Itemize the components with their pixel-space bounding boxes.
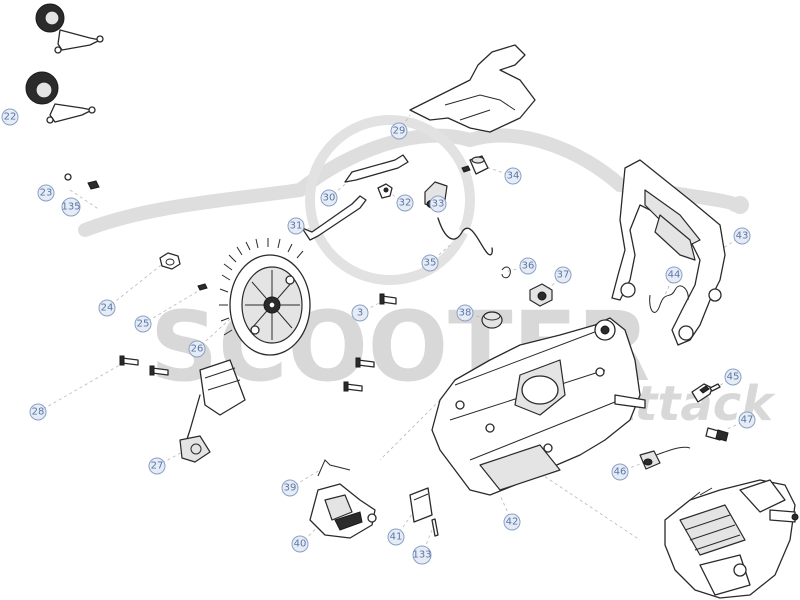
callout-label: 23 [40, 188, 53, 199]
part-37-bushing [529, 283, 553, 307]
part-46-adjuster [639, 446, 691, 470]
part-43-handle [611, 159, 726, 346]
callout-37: 37 [554, 266, 572, 284]
callout-46: 46 [611, 463, 629, 481]
callout-label: 3 [357, 308, 363, 319]
part-41-plate [409, 487, 433, 523]
part-30-rod [344, 154, 409, 183]
part-32-fitting [377, 183, 393, 199]
callout-40: 40 [291, 535, 309, 553]
part-44-spring [649, 285, 689, 313]
callout-label: 45 [727, 372, 740, 383]
engine-assembly [664, 479, 799, 599]
callout-41: 41 [387, 528, 405, 546]
callout-3: 3 [351, 304, 369, 322]
callout-43: 43 [733, 227, 751, 245]
part-22-pulley-top [35, 3, 104, 54]
callout-label: 35 [424, 258, 437, 269]
part-29-top-cover [409, 44, 536, 133]
callout-label: 24 [101, 303, 114, 314]
callout-label: 36 [522, 261, 535, 272]
callout-35: 35 [421, 254, 439, 272]
callout-26: 26 [188, 340, 206, 358]
part-135-nut [87, 180, 100, 190]
part-25-key [197, 283, 208, 291]
callout-31: 31 [287, 217, 305, 235]
case-bolts [343, 357, 375, 392]
callout-45: 45 [724, 368, 742, 386]
part-3-bolt [379, 293, 397, 305]
callout-label: 44 [668, 270, 681, 281]
callout-36: 36 [519, 257, 537, 275]
part-133-pin [431, 518, 439, 537]
callout-label: 27 [151, 461, 164, 472]
part-27-ignition-coil [179, 359, 246, 463]
callout-label: 30 [323, 193, 336, 204]
callout-label: 41 [390, 532, 403, 543]
callout-label: 47 [741, 415, 754, 426]
part-31-rod [301, 195, 367, 241]
callout-33: 33 [429, 195, 447, 213]
part-38-bushing [481, 311, 503, 329]
callout-29: 29 [390, 122, 408, 140]
part-22-pulley-bottom [25, 71, 96, 124]
callout-label: 38 [459, 308, 472, 319]
callout-label: 37 [557, 270, 570, 281]
callout-133: 133 [412, 545, 432, 565]
callout-label: 46 [614, 467, 627, 478]
callout-25: 25 [134, 315, 152, 333]
callout-label: 40 [294, 539, 307, 550]
callout-47: 47 [738, 411, 756, 429]
callout-label: 22 [4, 112, 17, 123]
part-28-bolts [119, 355, 169, 376]
part-42-crankcase [431, 317, 646, 496]
watermark-ring [305, 115, 475, 285]
callout-28: 28 [29, 403, 47, 421]
part-40-cover [309, 483, 377, 539]
callout-30: 30 [320, 189, 338, 207]
callout-label: 133 [412, 550, 431, 561]
callout-label: 26 [191, 344, 204, 355]
callout-label: 42 [506, 517, 519, 528]
callout-label: 32 [399, 198, 412, 209]
part-34-bushing [461, 155, 489, 175]
part-24-nut [159, 252, 181, 270]
callout-34: 34 [504, 167, 522, 185]
part-39-bracket [317, 459, 351, 477]
callout-32: 32 [396, 194, 414, 212]
callout-135: 135 [61, 197, 81, 217]
part-35-hose [437, 217, 493, 256]
callout-label: 39 [284, 483, 297, 494]
callout-27: 27 [148, 457, 166, 475]
callout-23: 23 [37, 184, 55, 202]
part-23-clip [64, 173, 72, 181]
callout-38: 38 [456, 304, 474, 322]
callout-label: 33 [432, 199, 445, 210]
callout-label: 43 [736, 231, 749, 242]
callout-22: 22 [1, 108, 19, 126]
watermark-dot [731, 196, 749, 214]
callout-label: 29 [393, 126, 406, 137]
part-36-clip [501, 266, 511, 279]
callout-label: 28 [32, 407, 45, 418]
part-47-bolt [705, 427, 729, 442]
callout-label: 34 [507, 171, 520, 182]
callout-24: 24 [98, 299, 116, 317]
callout-39: 39 [281, 479, 299, 497]
callout-label: 25 [137, 319, 150, 330]
callout-label: 31 [290, 221, 303, 232]
callout-42: 42 [503, 513, 521, 531]
callout-44: 44 [665, 266, 683, 284]
part-45-spark-plug [691, 383, 721, 403]
callout-label: 135 [61, 202, 80, 213]
part-26-flywheel [219, 238, 311, 356]
